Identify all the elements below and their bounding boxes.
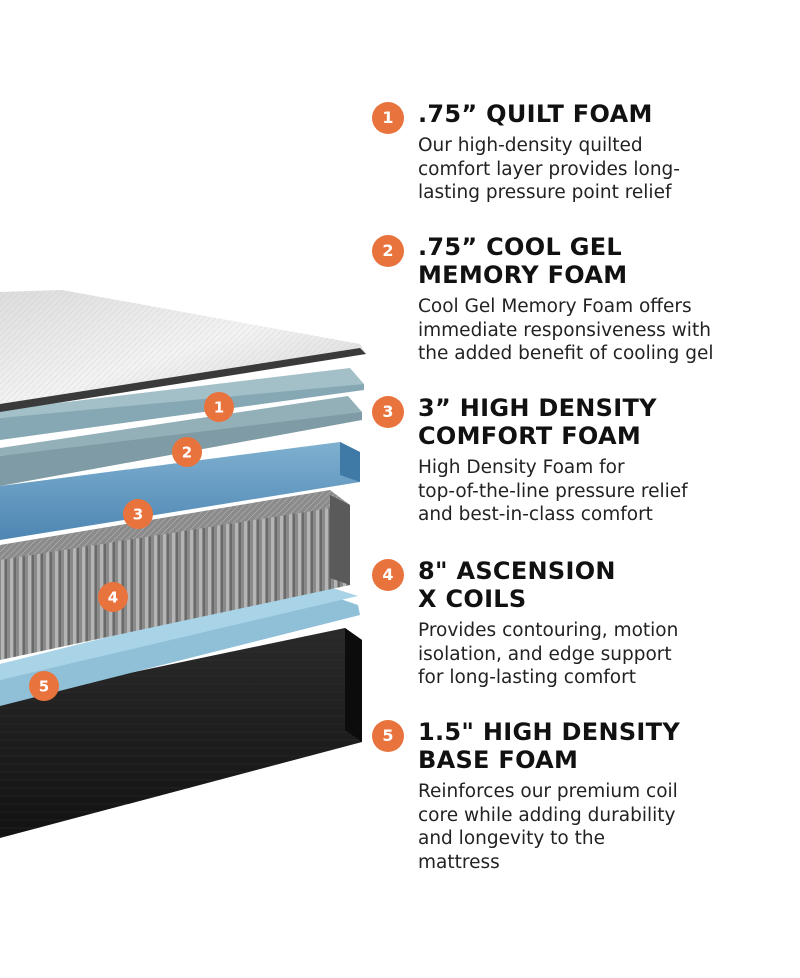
layer-legend-item: 3 3” HIGH DENSITY COMFORT FOAM High Dens…	[372, 394, 792, 527]
layer-marker-3: 3	[123, 499, 153, 529]
layer-description: Reinforces our premium coil core while a…	[418, 781, 678, 873]
layer-number-badge: 5	[372, 720, 404, 752]
svg-text:4: 4	[108, 589, 118, 607]
layer-number-badge: 4	[372, 559, 404, 591]
layer-marker-2: 2	[172, 437, 202, 467]
svg-text:3: 3	[133, 506, 143, 524]
layer-title: 1.5" HIGH DENSITY BASE FOAM	[418, 718, 680, 774]
layer-legend-item: 4 8" ASCENSION X COILS Provides contouri…	[372, 557, 792, 690]
layer-title: 3” HIGH DENSITY COMFORT FOAM	[418, 394, 657, 450]
layer-legend-item: 1 .75” QUILT FOAM Our high-density quilt…	[372, 100, 792, 205]
layer-title: .75” COOL GEL MEMORY FOAM	[418, 233, 628, 289]
svg-text:1: 1	[214, 399, 224, 417]
layer-number-badge: 2	[372, 235, 404, 267]
layer-title: 8" ASCENSION X COILS	[418, 557, 616, 613]
layer-number-badge: 1	[372, 102, 404, 134]
layer-number-badge: 3	[372, 396, 404, 428]
layer-description: Our high-density quilted comfort layer p…	[418, 135, 680, 203]
layer-marker-4: 4	[98, 582, 128, 612]
layer-title: .75” QUILT FOAM	[418, 100, 653, 128]
svg-text:2: 2	[182, 444, 192, 462]
layer-5-base-foam	[0, 628, 362, 838]
layer-4-coil-unit	[0, 490, 350, 660]
layer-4-foam-slab	[0, 584, 360, 706]
mattress-cutaway-illustration: 1 2 3 4 5	[0, 290, 366, 838]
layer-description: Cool Gel Memory Foam offers immediate re…	[418, 296, 714, 364]
layer-marker-1: 1	[204, 392, 234, 422]
layer-description: Provides contouring, motion isolation, a…	[418, 620, 679, 688]
layer-1-quilt-foam	[0, 368, 364, 440]
layer-3-comfort-foam	[0, 442, 360, 540]
svg-text:5: 5	[39, 678, 49, 696]
layer-marker-5: 5	[29, 671, 59, 701]
layer-description: High Density Foam for top-of-the-line pr…	[418, 457, 688, 525]
mattress-top-cover	[0, 290, 366, 412]
layer-legend-item: 5 1.5" HIGH DENSITY BASE FOAM Reinforces…	[372, 718, 792, 874]
layer-legend-item: 2 .75” COOL GEL MEMORY FOAM Cool Gel Mem…	[372, 233, 792, 366]
